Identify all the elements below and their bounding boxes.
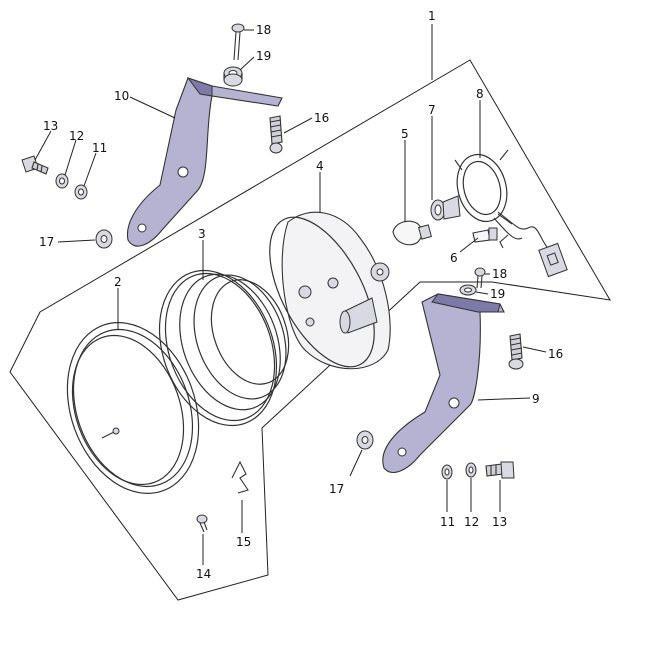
washer-11-left — [74, 184, 88, 200]
headlight-lens-part — [158, 269, 290, 427]
spacer-19-right — [459, 284, 477, 296]
callout-4: 4 — [316, 159, 324, 173]
washer-11-right — [441, 464, 453, 480]
headlight-rim-part — [66, 322, 200, 494]
callout-19-right: 19 — [490, 287, 505, 301]
spring-clip-15 — [231, 460, 249, 494]
callout-17-bottom: 17 — [329, 482, 344, 496]
callout-15: 15 — [236, 535, 251, 549]
leader-lines — [34, 24, 547, 565]
callout-5: 5 — [401, 127, 409, 141]
callout-17-left: 17 — [39, 235, 54, 249]
callout-16-right: 16 — [548, 347, 563, 361]
callout-18-top: 18 — [256, 23, 271, 37]
assembly-outline — [9, 59, 611, 601]
screw-14 — [196, 514, 208, 533]
callout-16-top: 16 — [314, 111, 329, 125]
socket-harness-part — [454, 149, 568, 278]
washer-17-left — [95, 229, 113, 249]
washer-17-bottom — [356, 430, 374, 450]
callout-2: 2 — [114, 275, 122, 289]
callout-9: 9 — [532, 392, 540, 406]
callout-labels: 1 2 3 4 5 6 7 8 9 10 11 12 13 14 15 16 1… — [39, 9, 563, 581]
pilot-bulb-part — [472, 227, 498, 243]
right-bracket-part — [382, 293, 505, 473]
headlight-housing-part — [269, 211, 391, 370]
callout-3: 3 — [198, 227, 206, 241]
bolt-13-right — [485, 461, 515, 479]
callout-1: 1 — [428, 9, 436, 23]
screw-18-right — [474, 267, 486, 289]
callout-12-right: 12 — [464, 515, 479, 529]
callout-11-right: 11 — [440, 515, 455, 529]
screw-18-top — [231, 23, 245, 61]
callout-13-right: 13 — [492, 515, 507, 529]
left-bracket-part — [126, 77, 283, 247]
bulb-part — [392, 220, 432, 246]
callout-10: 10 — [114, 89, 129, 103]
callout-12-left: 12 — [69, 129, 84, 143]
callout-6: 6 — [450, 251, 458, 265]
washer-12-right — [465, 462, 477, 478]
bolt-13-left — [21, 155, 49, 175]
washer-12-left — [55, 173, 69, 189]
callout-11-left: 11 — [92, 141, 107, 155]
bulb-socket-part — [430, 195, 461, 221]
callout-8: 8 — [476, 87, 484, 101]
callout-18-right: 18 — [492, 267, 507, 281]
callout-13-left: 13 — [43, 119, 58, 133]
spacer-19-top — [223, 66, 243, 87]
callout-19-top: 19 — [256, 49, 271, 63]
bolt-16-top — [269, 115, 283, 154]
callout-7: 7 — [428, 103, 436, 117]
bolt-16-right — [508, 333, 524, 370]
callout-14: 14 — [196, 567, 211, 581]
